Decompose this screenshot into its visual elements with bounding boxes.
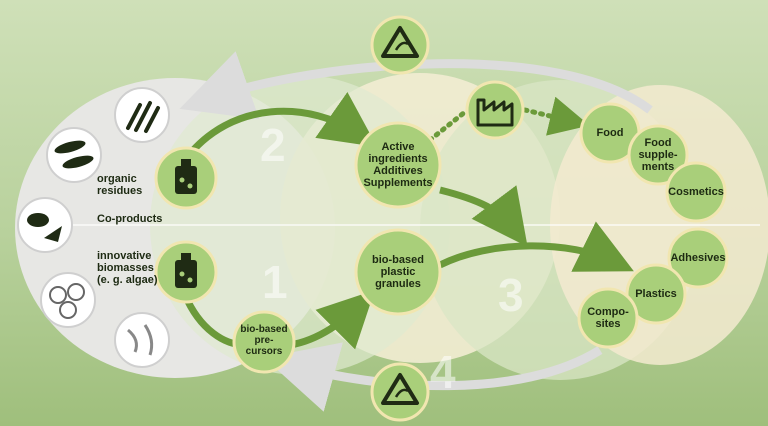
arrow-residues-to-active	[182, 91, 378, 163]
node-adhesives	[667, 227, 729, 289]
microalgae-chain-icon	[114, 312, 170, 368]
label-active-ingredients: Active ingredients Additives Supplements	[363, 141, 433, 189]
label-innovative-biomasses: innovative biomasses (e. g. algae)	[97, 250, 158, 286]
node-cosmetics	[665, 161, 727, 223]
bottom-return-arrow	[263, 342, 603, 412]
node-food-supplements	[627, 124, 689, 186]
pea-pods-icon	[46, 127, 102, 183]
label-bio-based-precursors: bio-based pre- cursors	[240, 324, 288, 357]
node-active-ingredients	[354, 121, 442, 209]
arrow-active-to-products	[439, 185, 528, 247]
stage-number-4: 4	[430, 346, 456, 398]
label-organic-residues: organic residues	[97, 173, 143, 197]
algae-cells-icon	[40, 272, 96, 328]
top-return-arrow	[179, 51, 653, 120]
node-plastics	[625, 263, 687, 325]
stage-number-2: 2	[260, 119, 286, 171]
stage-number-1: 1	[262, 256, 288, 308]
label-co-products: Co-products	[97, 213, 163, 225]
label-composites: Compo- sites	[587, 306, 629, 330]
stage-number-3: 3	[498, 269, 524, 321]
node-bio-based-precursors	[232, 310, 296, 374]
recycle-icon-top	[370, 15, 430, 75]
arrow-precursors-to-granules	[289, 290, 375, 350]
dotted-arrow-to-factory	[427, 109, 468, 143]
label-cosmetics: Cosmetics	[668, 186, 724, 198]
factory-icon	[465, 80, 525, 140]
bioreactor-jar-bottom	[154, 240, 218, 304]
carrots-icon	[114, 87, 170, 143]
label-food-supplements: Food supple- ments	[638, 137, 678, 173]
label-food: Food	[596, 127, 624, 139]
recycle-icon-bottom	[370, 362, 430, 422]
bread-icon	[17, 197, 73, 253]
dotted-arrow-to-food	[522, 96, 590, 136]
arrow-granules-to-products	[438, 221, 634, 272]
label-bio-based-granules: bio-based plastic granules	[372, 254, 424, 290]
label-plastics: Plastics	[635, 288, 677, 300]
node-bio-based-granules	[354, 228, 442, 316]
bioreactor-jar-top	[154, 146, 218, 210]
node-composites	[577, 287, 639, 349]
label-adhesives: Adhesives	[670, 252, 726, 264]
